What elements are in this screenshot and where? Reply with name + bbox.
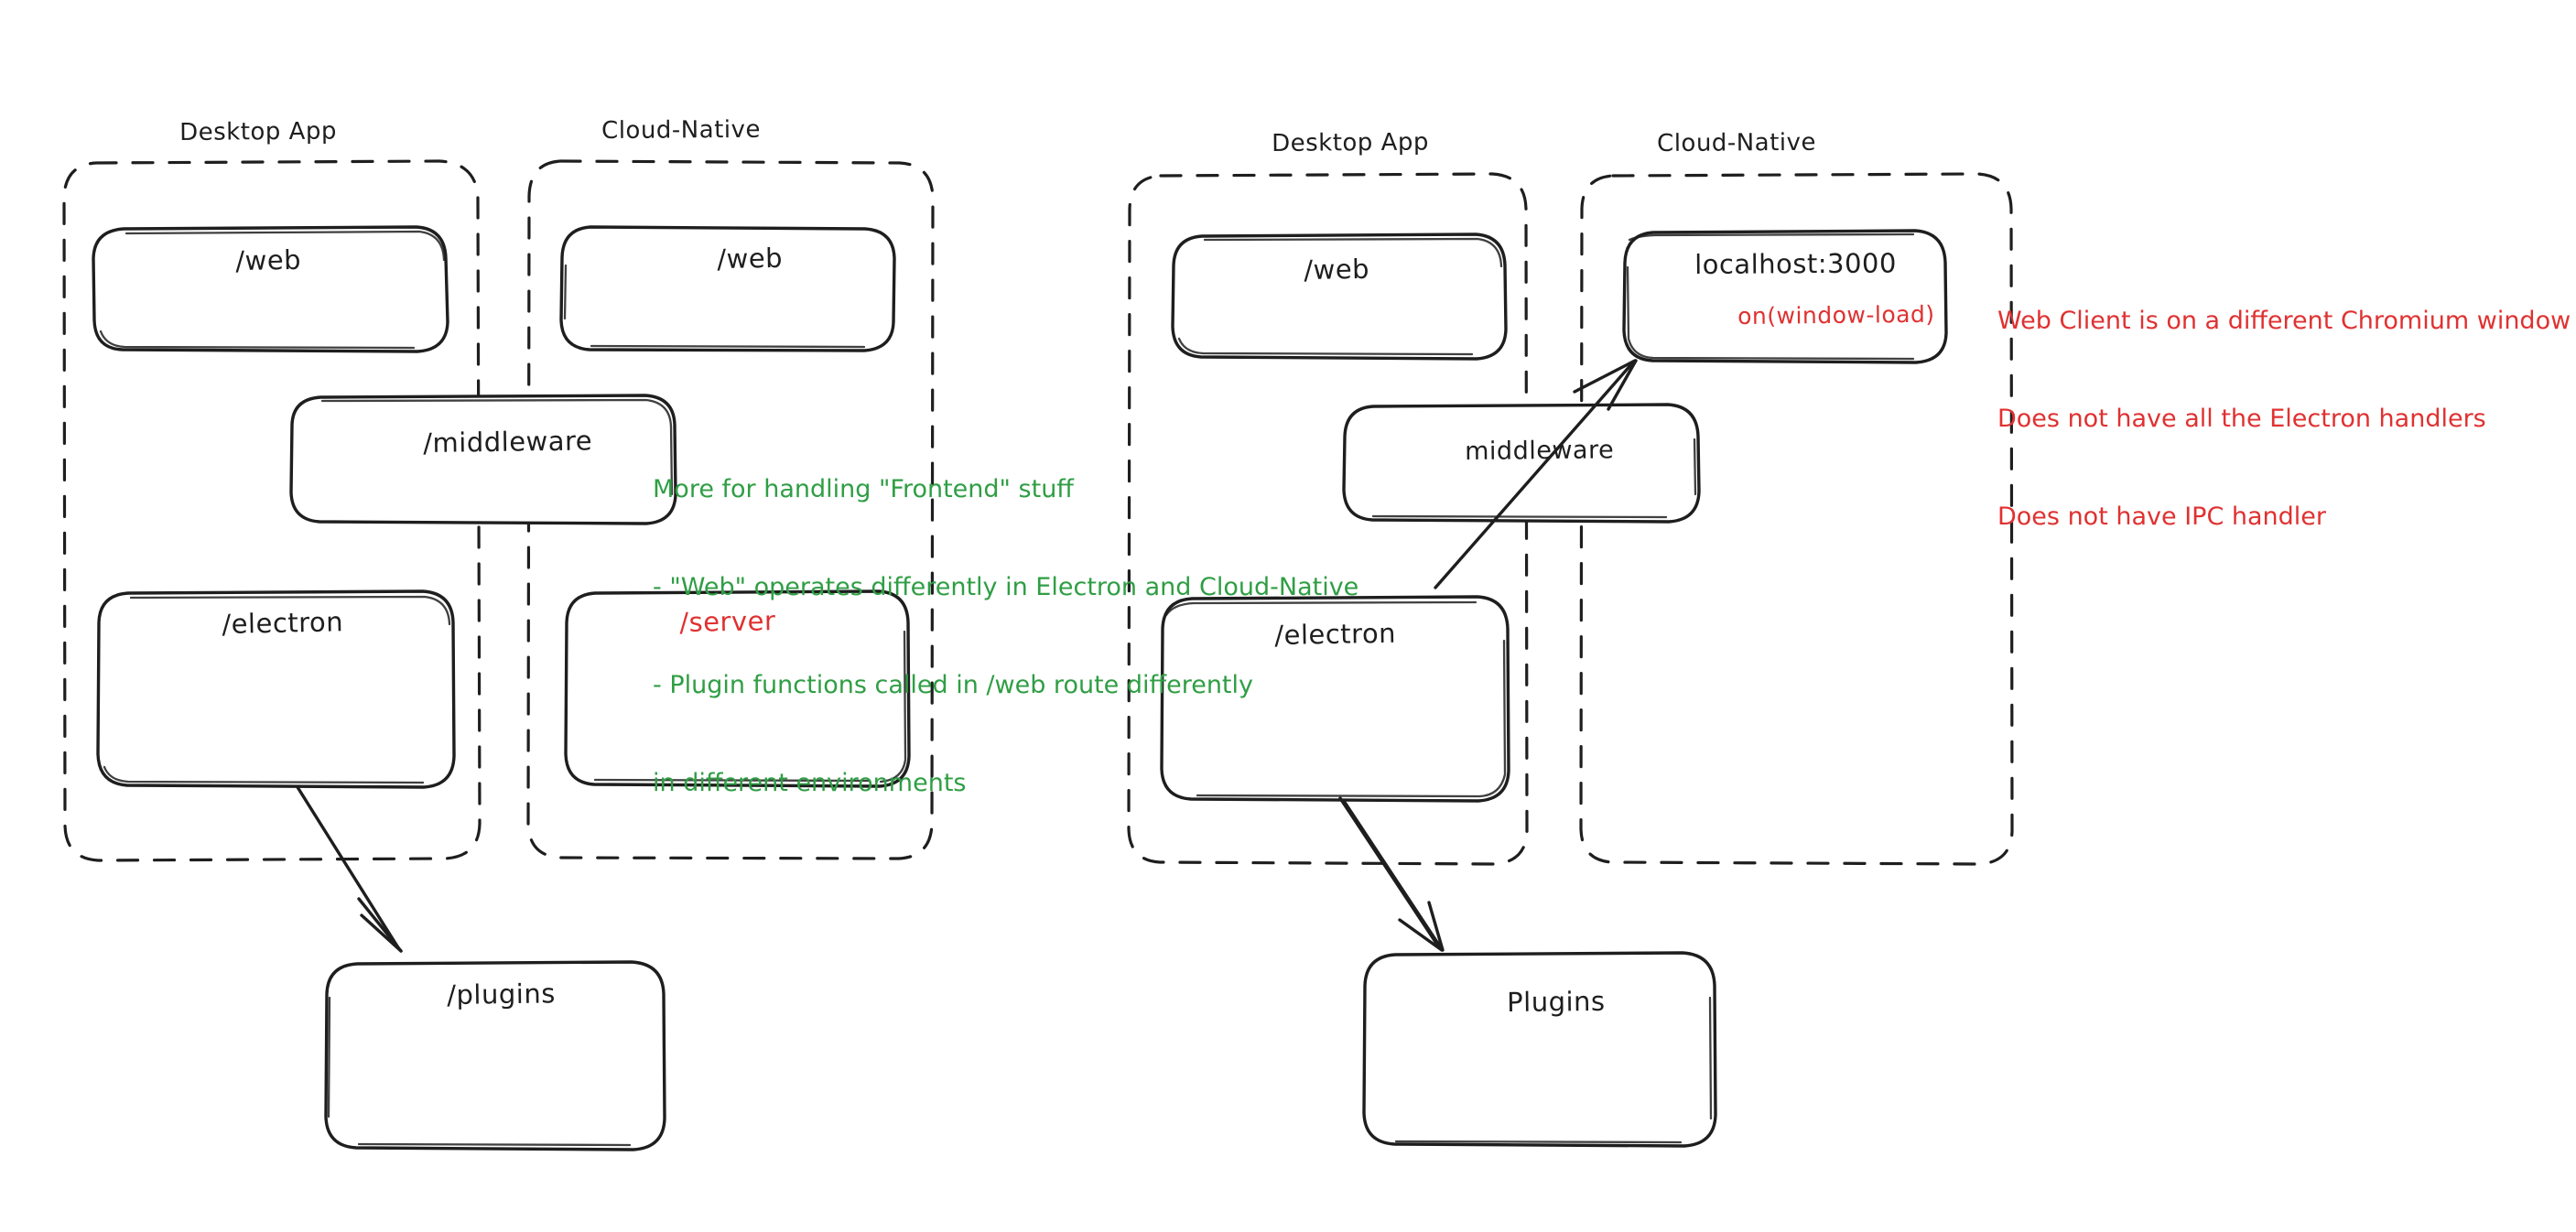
note-line: - "Web" operates differently in Electron…	[653, 573, 1359, 602]
note-line: More for handling "Frontend" stuff	[653, 475, 1074, 504]
note-line: - Plugin functions called in /web route …	[653, 671, 1254, 699]
box-label-right-localhost[interactable]: localhost:3000	[1694, 247, 1897, 280]
box-label-left-electron[interactable]: /electron	[222, 606, 344, 640]
group-label-left-cloud-native: Cloud-Native	[601, 115, 762, 145]
box-label-left-middleware[interactable]: /middleware	[423, 425, 593, 459]
arrow-right-electron-to-localhost	[1434, 359, 1638, 589]
box-label-right-plugins[interactable]: Plugins	[1507, 985, 1606, 1018]
box-shape-left-middleware	[289, 394, 677, 525]
box-label-left-cloud-web[interactable]: /web	[717, 242, 784, 275]
group-label-left-desktop-app: Desktop App	[179, 117, 338, 146]
note-line: Does not have IPC handler	[1997, 503, 2327, 531]
group-label-right-desktop-app: Desktop App	[1272, 128, 1430, 157]
group-label-right-cloud-native: Cloud-Native	[1657, 128, 1817, 157]
note-line: Web Client is on a different Chromium wi…	[1997, 307, 2571, 336]
box-label-left-desktop-web[interactable]: /web	[235, 243, 302, 276]
note-line: in different environments	[653, 768, 967, 797]
note-middleware-green: More for handling "Frontend" stuff - "We…	[653, 408, 1358, 865]
box-label-left-plugins[interactable]: /plugins	[447, 978, 557, 1010]
arrow-left-electron-to-plugins	[296, 785, 403, 953]
note-line: Does not have all the Electron handlers	[1997, 405, 2486, 434]
box-sublabel-right-localhost-on-window-load: on(window-load)	[1737, 300, 1935, 330]
box-shape-right-plugins	[1362, 951, 1717, 1148]
box-label-right-electron[interactable]: /electron	[1274, 617, 1397, 651]
box-label-right-middleware[interactable]: middleware	[1465, 436, 1615, 466]
box-label-right-desktop-web[interactable]: /web	[1304, 253, 1370, 286]
note-web-client-red: Web Client is on a different Chromium wi…	[1997, 240, 2571, 599]
